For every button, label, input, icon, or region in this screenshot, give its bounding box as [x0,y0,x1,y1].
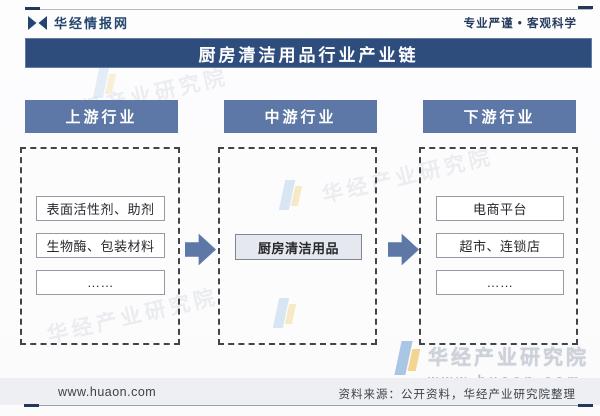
upstream-item-ellipsis: …… [36,270,165,295]
right-arrow-icon [185,233,216,266]
slogan-text: 专业严谨 • 客观科学 [463,18,577,30]
bottom-divider [25,405,592,406]
downstream-item-ellipsis: …… [436,270,564,295]
upstream-panel [20,147,180,345]
downstream-item-ecommerce: 电商平台 [436,196,564,221]
top-divider [25,9,592,10]
midstream-item-kitchen-cleaning-products: 厨房清洁用品 [235,234,362,260]
bottom-right-dash [578,404,593,407]
column-header-midstream: 中游行业 [224,100,377,133]
column-header-upstream: 上游行业 [25,100,178,133]
page-title: 厨房清洁用品行业产业链 [25,38,592,68]
brand: 华经情报网 [28,13,129,32]
bottom-left-dash [24,404,39,407]
watermark-logo-icon [394,341,421,379]
brand-name: 华经情报网 [54,16,130,31]
upstream-item-surfactants: 表面活性剂、助剂 [36,196,165,221]
footer-source-note: 资料来源：公开资料，华经产业研究院整理 [338,389,576,401]
midstream-panel [218,147,377,345]
downstream-panel [419,147,578,345]
top-right-dash [578,6,593,9]
footer-site-url: www.huaon.com [58,385,157,399]
top-left-dash [25,7,40,10]
upstream-item-enzymes-packaging: 生物酶、包装材料 [36,233,165,258]
brand-bowtie-logo-icon [28,15,47,30]
watermark-name: 华经产业研究院 [428,347,589,369]
footer-band [0,378,600,405]
column-header-downstream: 下游行业 [423,100,576,133]
right-arrow-icon [388,233,419,266]
downstream-item-supermarkets: 超市、连锁店 [436,233,564,258]
